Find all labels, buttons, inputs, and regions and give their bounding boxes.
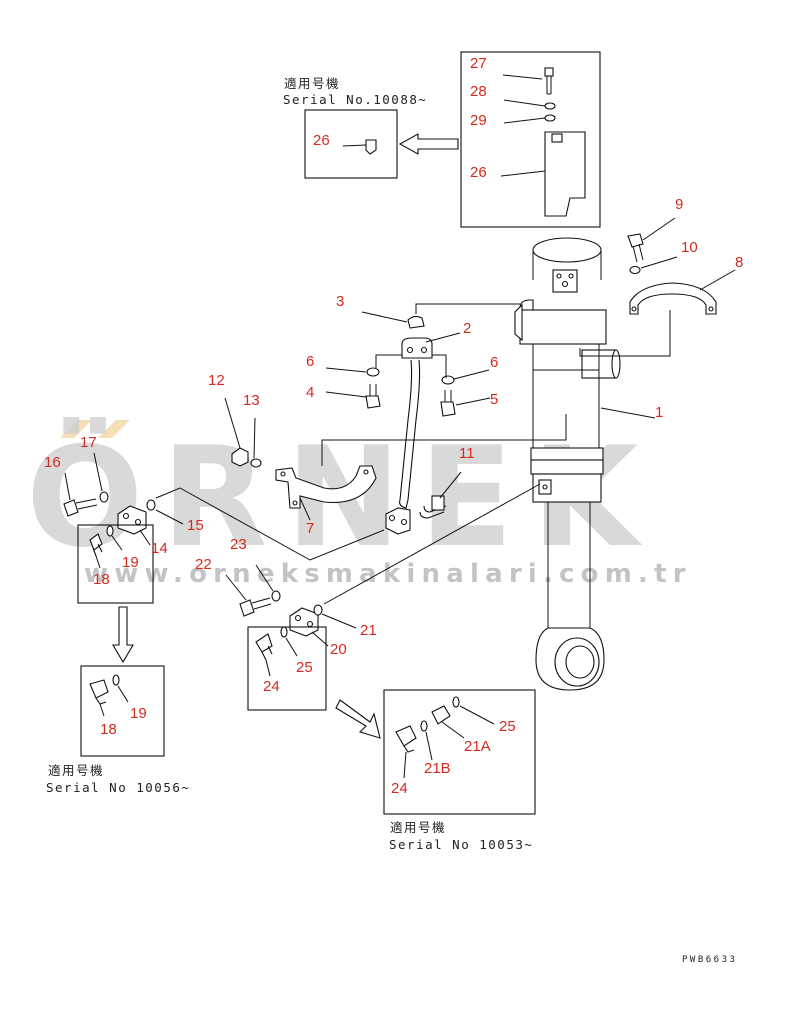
label-20: 20 <box>330 641 347 658</box>
label-5: 5 <box>490 391 498 408</box>
label-16: 16 <box>44 454 61 471</box>
label-12: 12 <box>208 372 225 389</box>
note-left-applicable: 適用号機 <box>48 763 104 778</box>
label-1: 1 <box>655 404 663 421</box>
top-right-inset <box>460 51 601 228</box>
label-9: 9 <box>675 196 683 213</box>
watermark-logo-mark-2 <box>98 420 130 438</box>
label-26-inset: 26 <box>470 164 487 181</box>
clamp-8-assembly <box>627 217 736 315</box>
note-top-applicable: 適用号機 <box>284 76 340 91</box>
label-19-inset: 19 <box>130 705 147 722</box>
lower-right-inset <box>383 689 536 815</box>
label-8: 8 <box>735 254 743 271</box>
label-7: 7 <box>306 520 314 537</box>
bracket-7-assembly <box>224 310 671 521</box>
note-left-serial: Serial No 10056~ <box>46 780 190 795</box>
label-10: 10 <box>681 239 698 256</box>
watermark-logo-mark-1 <box>60 420 92 438</box>
top-left-inset <box>304 109 398 179</box>
label-24-left: 24 <box>263 678 280 695</box>
label-14: 14 <box>151 540 168 557</box>
arrow-to-right-inset <box>335 699 381 739</box>
label-18-inset: 18 <box>100 721 117 738</box>
arrow-down-left <box>112 606 134 664</box>
label-25-left: 25 <box>296 659 313 676</box>
label-24-right: 24 <box>391 780 408 797</box>
note-right-serial: Serial No 10053~ <box>389 837 533 852</box>
flange-20-assembly <box>225 483 541 739</box>
label-28: 28 <box>470 83 487 100</box>
label-26-small: 26 <box>313 132 330 149</box>
label-6-right: 6 <box>490 354 498 371</box>
label-6-left: 6 <box>306 353 314 370</box>
label-22: 22 <box>195 556 212 573</box>
hydraulic-cylinder <box>514 237 621 691</box>
label-15: 15 <box>187 517 204 534</box>
note-top-serial: Serial No.10088~ <box>283 92 427 107</box>
watermark-url: www.orneksmakinalari.com.tr <box>84 559 692 589</box>
label-21: 21 <box>360 622 377 639</box>
label-4: 4 <box>306 384 314 401</box>
label-21a: 21A <box>464 738 491 755</box>
label-11: 11 <box>459 445 475 462</box>
drawing-code: PWB6633 <box>682 955 737 965</box>
pipe-assembly <box>325 303 520 535</box>
label-21b: 21B <box>424 760 451 777</box>
note-right-applicable: 適用号機 <box>390 820 446 835</box>
label-2: 2 <box>463 320 471 337</box>
label-3: 3 <box>336 293 344 310</box>
part-number-labels: 27 28 29 26 26 9 10 8 3 2 6 6 4 5 1 12 1… <box>44 55 743 797</box>
label-18-left: 18 <box>93 571 110 588</box>
label-25-right: 25 <box>499 718 516 735</box>
label-29: 29 <box>470 112 487 129</box>
label-27: 27 <box>470 55 487 72</box>
label-23: 23 <box>230 536 247 553</box>
lower-left-inset <box>80 665 165 757</box>
label-19-left: 19 <box>122 554 139 571</box>
flange-14-assembly <box>63 452 385 664</box>
serial-notes: 適用号機 Serial No.10088~ 適用号機 Serial No 100… <box>46 76 533 852</box>
label-17: 17 <box>80 434 97 451</box>
label-13: 13 <box>243 392 260 409</box>
arrow-to-top-inset <box>398 133 459 155</box>
